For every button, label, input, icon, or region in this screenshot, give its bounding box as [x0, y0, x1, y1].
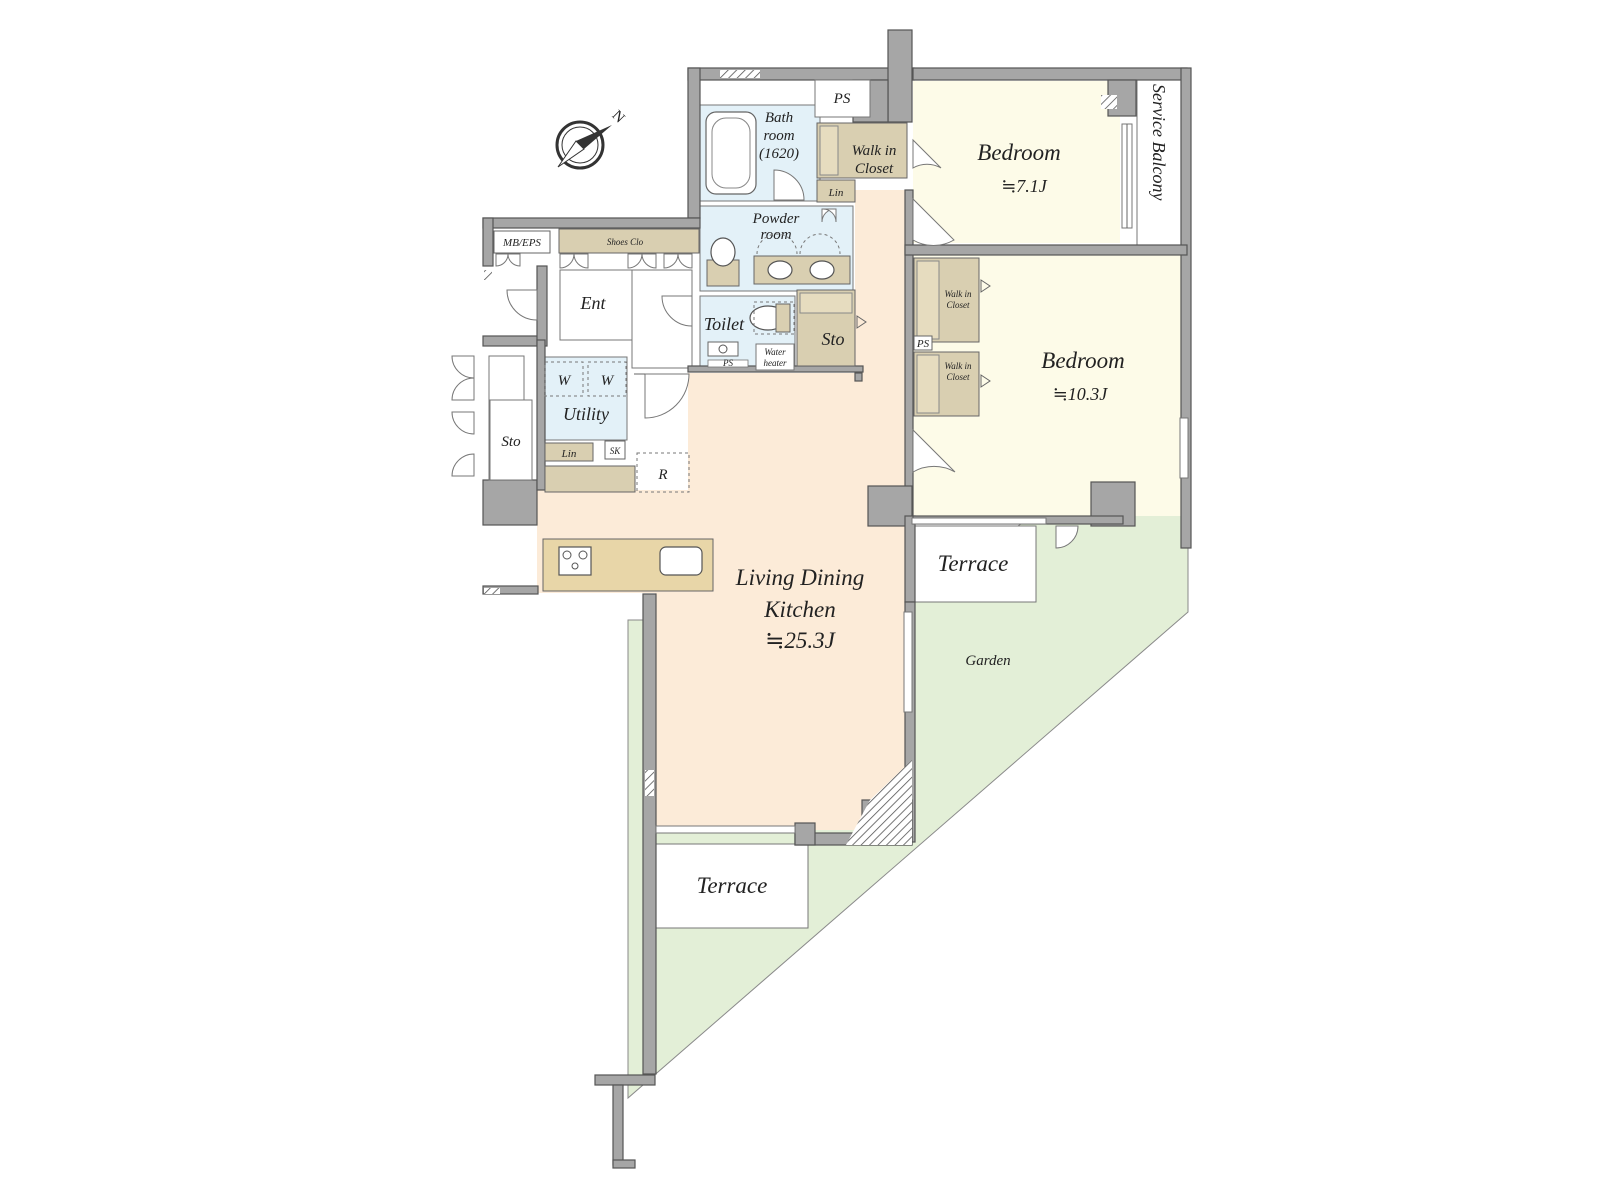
- terrace-east-label: Terrace: [938, 551, 1009, 576]
- wic-a-label-2: Closet: [946, 300, 970, 310]
- bath-door: [773, 169, 805, 201]
- hatch-wall-mid: [645, 770, 654, 796]
- compass-north-label: N: [609, 108, 628, 127]
- water-heater: [755, 343, 795, 371]
- ps-bedroom: [913, 335, 933, 351]
- utility-label: Utility: [563, 404, 609, 424]
- sto-center-label: Sto: [821, 329, 844, 349]
- mb-eps-label: MB/EPS: [502, 237, 541, 249]
- sk-label: SK: [610, 446, 622, 456]
- ldk-size: ≒25.3J: [765, 628, 837, 653]
- lin-utility-label: Lin: [561, 448, 577, 460]
- bath-label-2: room: [763, 128, 794, 144]
- kitchen-sink: [659, 546, 703, 576]
- washer-w2: [587, 361, 627, 397]
- storage-left: [489, 399, 533, 481]
- ldk-label-1: Living Dining: [735, 565, 864, 590]
- bedroom-2-label: Bedroom: [1041, 348, 1124, 373]
- entrance-door: [506, 289, 538, 321]
- hatch-wall-sw: [484, 588, 500, 594]
- ps-bedroom-label: PS: [916, 338, 930, 350]
- bedroom-1-label: Bedroom: [977, 140, 1060, 165]
- wic-top-door: [912, 138, 942, 169]
- shoes-closet-doors: [495, 253, 693, 269]
- ps-small: [707, 359, 749, 368]
- bedroom-2-size: ≒10.3J: [1053, 384, 1109, 404]
- toilet-label: Toilet: [704, 314, 745, 334]
- refrigerator-space: [636, 452, 690, 493]
- sk-box: [604, 440, 626, 460]
- lin-top-label: Lin: [828, 187, 844, 199]
- sto-left-label: Sto: [501, 434, 521, 450]
- wic-a-label-1: Walk in: [945, 289, 972, 299]
- terrace-south-label: Terrace: [697, 873, 768, 898]
- wic-top-label-2: Closet: [855, 161, 894, 177]
- shoes-closet: [558, 228, 700, 254]
- hall-door: [661, 295, 693, 327]
- service-balcony-label: Service Balcony: [1149, 84, 1169, 200]
- washer-w2-label: W: [601, 373, 615, 389]
- water-heater-label-2: heater: [764, 358, 787, 368]
- garden-label: Garden: [965, 653, 1010, 669]
- toilet-tank: [775, 303, 791, 333]
- lin-utility: [544, 442, 594, 462]
- bath-label-1: Bath: [765, 110, 793, 126]
- toilet-sink: [707, 341, 739, 357]
- bathtub-inner: [711, 117, 751, 189]
- compass-icon: N: [555, 108, 628, 170]
- wic-top-label-1: Walk in: [852, 143, 897, 159]
- water-heater-label-1: Water: [764, 347, 786, 357]
- ps-top: [814, 79, 871, 118]
- storage-left-doors: [451, 355, 475, 477]
- bath-label-3: (1620): [759, 146, 799, 162]
- bedroom-1-size: ≒7.1J: [1001, 176, 1048, 196]
- ps-top-label: PS: [833, 91, 851, 107]
- entrance-floor: [559, 269, 633, 341]
- utility-door: [644, 373, 690, 419]
- service-balcony: [1136, 79, 1184, 247]
- wic-b-label-2: Closet: [946, 372, 970, 382]
- terrace-door: [1055, 525, 1079, 549]
- powder-room-label-2: room: [760, 227, 791, 243]
- sink-2: [809, 260, 835, 280]
- wic-b-label-1: Walk in: [945, 361, 972, 371]
- powder-room-label-1: Powder: [752, 211, 800, 227]
- ldk-floor: [537, 190, 912, 830]
- hatch-wall-top: [720, 70, 760, 78]
- shoes-clo-label: Shoes Clo: [607, 237, 644, 247]
- refrigerator-label: R: [657, 467, 667, 483]
- terrace-south: [655, 843, 809, 929]
- washer-w1-label: W: [558, 373, 572, 389]
- bedroom-1-door: [912, 197, 955, 246]
- terrace-east: [911, 525, 1037, 603]
- hatch-wall-se: [846, 760, 912, 845]
- bedroom-1-floor: [913, 81, 1120, 243]
- bedroom-2-door: [912, 428, 956, 473]
- ldk-label-2: Kitchen: [763, 597, 836, 622]
- kitchen-back-counter: [544, 465, 636, 493]
- entrance-label: Ent: [580, 293, 607, 313]
- lin-top-closet: [816, 179, 856, 203]
- hatch-wall-left: [484, 270, 492, 280]
- ps-small-label: PS: [722, 358, 733, 368]
- hatch-wall-top-right: [1101, 95, 1117, 109]
- bathtub: [705, 111, 757, 195]
- washer-w1: [544, 361, 584, 397]
- utility-floor: [536, 356, 628, 441]
- stove: [558, 546, 592, 576]
- mb-eps-box: [493, 230, 551, 254]
- sink-1: [767, 260, 793, 280]
